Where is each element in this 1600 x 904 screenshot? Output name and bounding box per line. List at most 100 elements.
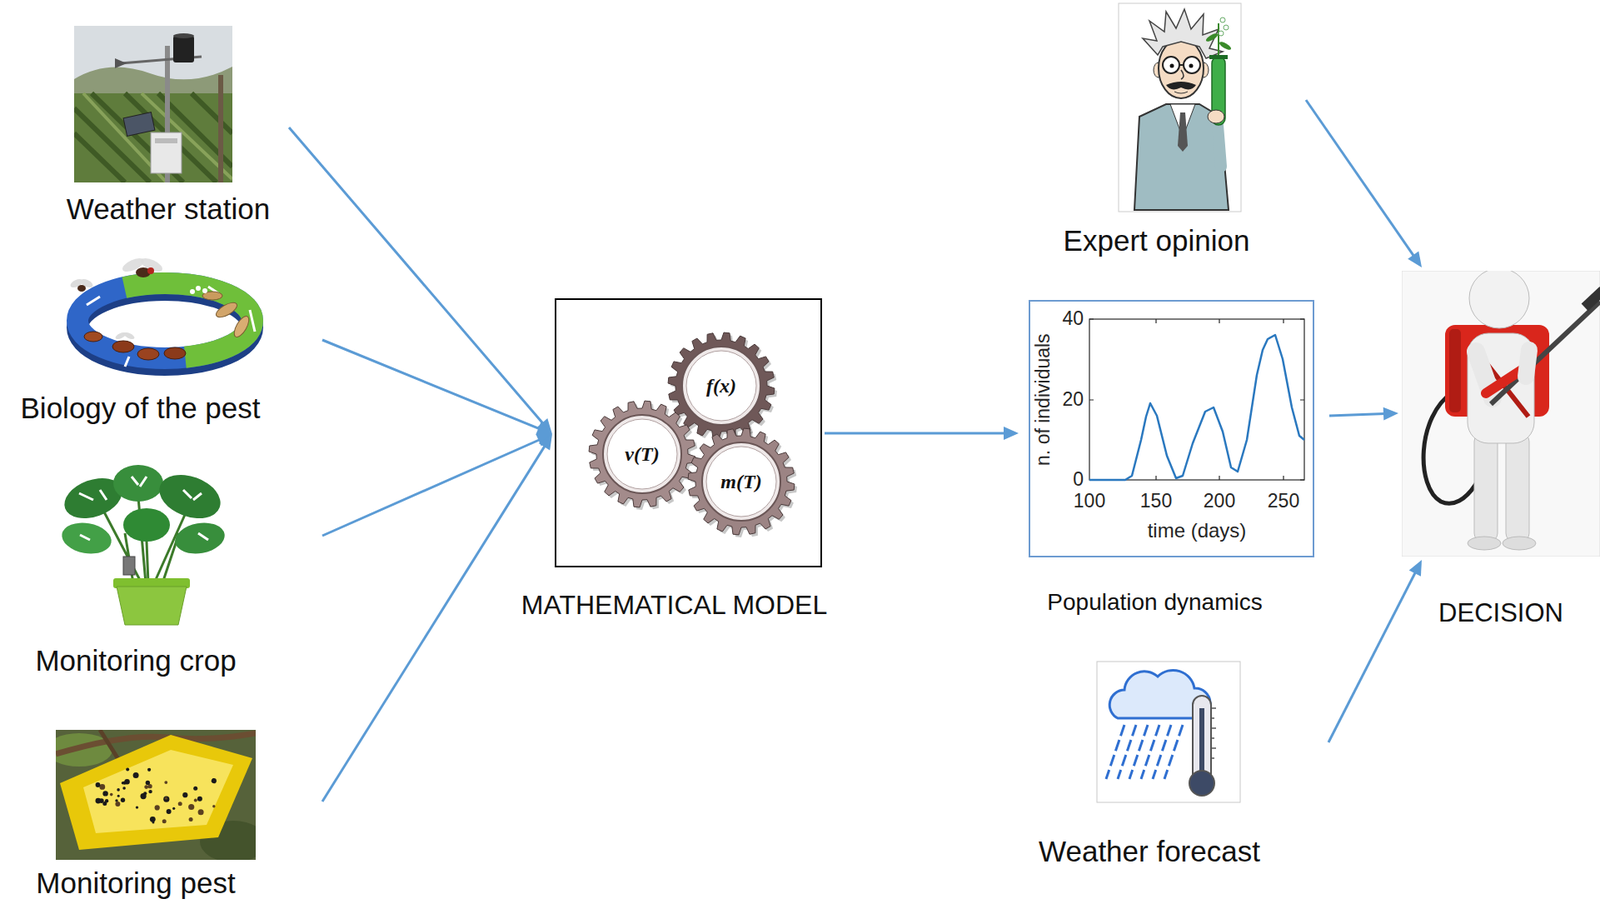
pest-life-cycle-part xyxy=(112,340,135,353)
gear-center xyxy=(706,446,777,517)
sticky-trap-photo-part-part xyxy=(182,792,188,798)
sticky-trap-photo-part-part xyxy=(162,818,167,823)
weather-station-photo-part xyxy=(74,25,233,183)
arrow-head xyxy=(535,422,553,435)
weather-forecast-icon xyxy=(1096,661,1241,803)
scientist-cartoon-part xyxy=(1220,17,1226,23)
axis-tick-label: 250 xyxy=(1267,490,1300,512)
arrow-head xyxy=(1409,559,1422,577)
node-caption: Monitoring pest xyxy=(35,866,235,900)
arrow-head xyxy=(1003,426,1019,440)
potted-plant-part xyxy=(172,518,227,558)
gear-circle: v(T) xyxy=(585,397,699,511)
gear-teeth xyxy=(667,332,775,439)
node-caption: Biology of the pest xyxy=(20,391,261,425)
axis-tick-label: 40 xyxy=(1061,308,1084,329)
sticky-trap-photo-part-part xyxy=(125,767,130,772)
gear-circle: f(x) xyxy=(664,328,778,443)
arrow-connector xyxy=(289,127,553,434)
pest-life-cycle-part xyxy=(195,285,201,291)
scientist-cartoon-part xyxy=(1205,31,1220,43)
node-caption: Expert opinion xyxy=(1063,224,1251,258)
pest-biology-node: Biology of the pest xyxy=(63,257,268,378)
sprayer-person-part xyxy=(1449,328,1461,413)
weather-station-photo-part xyxy=(74,93,233,183)
sticky-trap-photo-part-part xyxy=(147,767,151,772)
weather-forecast-icon-part xyxy=(1211,707,1217,758)
sprayer-person-part xyxy=(1474,433,1498,542)
sticky-trap-photo-part-part xyxy=(211,777,217,783)
pest-life-cycle-part xyxy=(86,286,255,367)
node-caption: MATHEMATICAL MODEL xyxy=(521,589,828,621)
sprayer-person-part xyxy=(1581,286,1600,311)
axis-tick-label: 20 xyxy=(1061,388,1084,410)
sticky-trap-photo-part-part xyxy=(133,772,140,778)
arrow-head xyxy=(1383,407,1399,421)
sticky-trap-photo-part-part xyxy=(135,805,139,808)
gear-rim xyxy=(682,346,761,425)
scientist-cartoon-part xyxy=(1118,3,1242,212)
weather-station-photo-part xyxy=(74,93,233,183)
weather-station-photo-part xyxy=(123,112,155,137)
gear-label: f(x) xyxy=(706,374,737,397)
sprayer-person xyxy=(1401,270,1600,557)
sticky-trap-photo-part xyxy=(83,749,234,833)
sticky-trap-photo-part-part xyxy=(166,808,172,814)
gear-rim xyxy=(702,442,781,521)
sticky-trap-photo-part-part xyxy=(95,782,101,788)
scientist-cartoon-part xyxy=(1170,64,1175,69)
weather-station-photo-part xyxy=(150,132,182,174)
potted-plant-part xyxy=(123,508,170,542)
population-chart-part xyxy=(1089,334,1305,480)
axis-tick-label: 150 xyxy=(1140,490,1172,512)
gear-teeth xyxy=(687,428,795,535)
sticky-trap-photo-part-part xyxy=(124,778,130,784)
sticky-trap-photo-part-part xyxy=(193,786,198,791)
pest-life-cycle-part xyxy=(77,283,253,359)
sticky-trap-photo-part-part xyxy=(198,808,205,815)
sticky-trap-photo-part-part xyxy=(120,797,125,803)
gear-label: v(T) xyxy=(624,443,659,465)
node-caption: Monitoring crop xyxy=(34,643,236,678)
weather-station-photo-part xyxy=(83,93,233,183)
arrow-line xyxy=(322,445,546,802)
arrow-connector xyxy=(1328,559,1422,743)
weather-forecast-icon-part xyxy=(1189,770,1215,796)
sprayer-person-part xyxy=(1467,536,1501,550)
decision-node: DECISION xyxy=(1401,270,1600,557)
expert-node: Expert opinion xyxy=(1118,3,1242,212)
model-box: MATHEMATICAL MODELf(x)v(T)m(T) xyxy=(554,298,823,568)
sticky-trap-photo-part xyxy=(95,767,217,824)
scientist-cartoon-part xyxy=(1166,81,1197,90)
gear-center xyxy=(607,418,678,489)
forecast-node: Weather forecast xyxy=(1096,661,1241,803)
population-chart-part xyxy=(1089,319,1305,480)
crop-monitoring-node: Monitoring crop xyxy=(63,461,227,625)
sticky-trap-photo-part-part xyxy=(104,798,109,803)
sticky-trap-photo-part-part xyxy=(189,817,194,822)
arrow-connector xyxy=(1305,99,1422,268)
scientist-cartoon-part xyxy=(1179,64,1184,66)
pest-monitoring-node: Monitoring pest xyxy=(55,729,256,860)
sprayer-person-part xyxy=(1467,333,1535,444)
scientist-cartoon-part xyxy=(1134,104,1229,210)
arrow-line xyxy=(322,339,540,429)
arrow-line xyxy=(1328,571,1416,743)
weather-forecast-icon-part xyxy=(1096,661,1241,803)
scientist-cartoon-part xyxy=(1142,9,1223,59)
sticky-trap-photo-part-part xyxy=(164,796,168,799)
arrow-line xyxy=(824,432,1006,435)
node-caption: DECISION xyxy=(1438,598,1564,629)
scientist-cartoon-part xyxy=(1218,30,1224,36)
weather-forecast-icon-part xyxy=(1106,724,1183,779)
sticky-trap-photo-part-part xyxy=(212,804,215,808)
scientist-cartoon-part xyxy=(1209,54,1228,60)
chart-box: Population dynamics xyxy=(1028,299,1315,558)
sticky-trap-photo-part-part xyxy=(178,801,183,806)
sticky-trap-photo-part-part xyxy=(102,790,108,796)
weather-station-photo-part xyxy=(218,74,224,183)
weather-station-photo-part xyxy=(154,138,178,144)
sprayer-person-part xyxy=(1525,349,1530,377)
